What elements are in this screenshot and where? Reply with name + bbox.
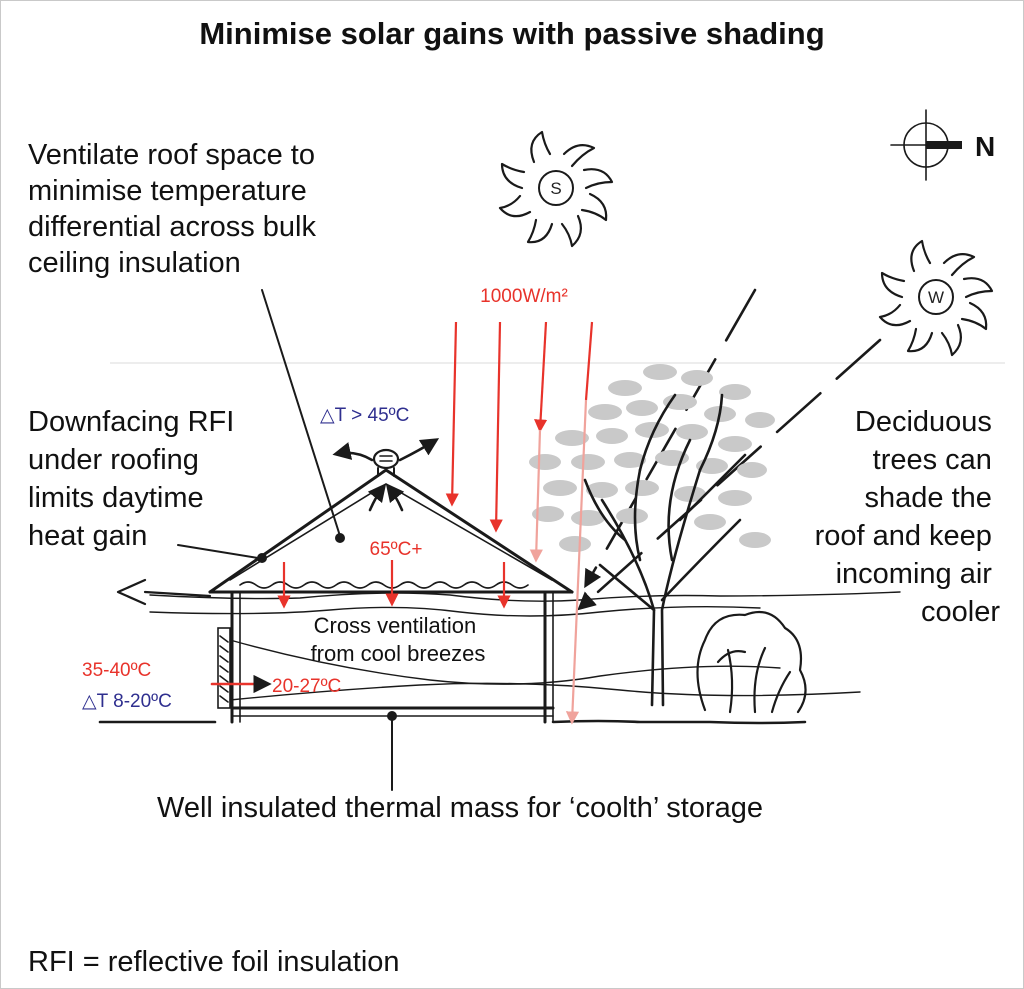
roof-delta-t-value: △T > 45ºC — [320, 405, 409, 426]
breeze-exit-arrow-shaft — [143, 590, 212, 598]
outside-temperature-value: 35-40ºC — [82, 660, 151, 681]
deciduous-tree-trunk — [583, 393, 747, 707]
summer-sun-label: S — [550, 179, 561, 198]
wall-delta-t-value: △T 8-20ºC — [82, 691, 172, 712]
north-compass-icon — [890, 109, 962, 181]
rfi-footnote: RFI = reflective foil insulation — [28, 946, 400, 978]
diagram-title: Minimise solar gains with passive shadin… — [199, 16, 824, 51]
callout-leaders — [177, 289, 397, 791]
breeze-exit-arrow — [116, 578, 147, 606]
shrub — [696, 610, 807, 714]
bulk-ceiling-insulation — [239, 581, 529, 589]
external-wall-insulation — [217, 627, 231, 709]
ground-line — [98, 719, 807, 725]
roof-vent-icon — [372, 448, 400, 477]
vent-outflow-right — [398, 438, 440, 462]
roof-space-upflow-left — [367, 483, 387, 512]
north-label: N — [975, 131, 995, 162]
roof-space-temperature-value: 65ºC+ — [370, 539, 423, 560]
deciduous-tree-foliage — [529, 364, 775, 552]
ventilate-roof-callout: Ventilate roof space to minimise tempera… — [28, 139, 324, 279]
downfacing-rfi-callout: Downfacing RFI under roofing limits dayt… — [28, 406, 242, 552]
thermal-mass-callout: Well insulated thermal mass for ‘coolth’… — [157, 792, 763, 824]
vent-outflow-left — [332, 442, 374, 462]
solar-rays — [277, 321, 594, 725]
winter-sun-icon — [878, 239, 994, 357]
roof-space-upflow-right — [385, 483, 405, 512]
cross-ventilation-label: Cross ventilation from cool breezes — [311, 613, 486, 666]
deciduous-trees-callout: Deciduous trees can shade the roof and k… — [815, 406, 1001, 628]
inside-temperature-value: 20-27ºC — [272, 676, 341, 697]
summer-sun-icon — [498, 130, 614, 248]
winter-sun-rays — [577, 288, 882, 611]
solar-irradiance-value: 1000W/m² — [480, 286, 568, 307]
winter-sun-label: W — [928, 288, 944, 307]
